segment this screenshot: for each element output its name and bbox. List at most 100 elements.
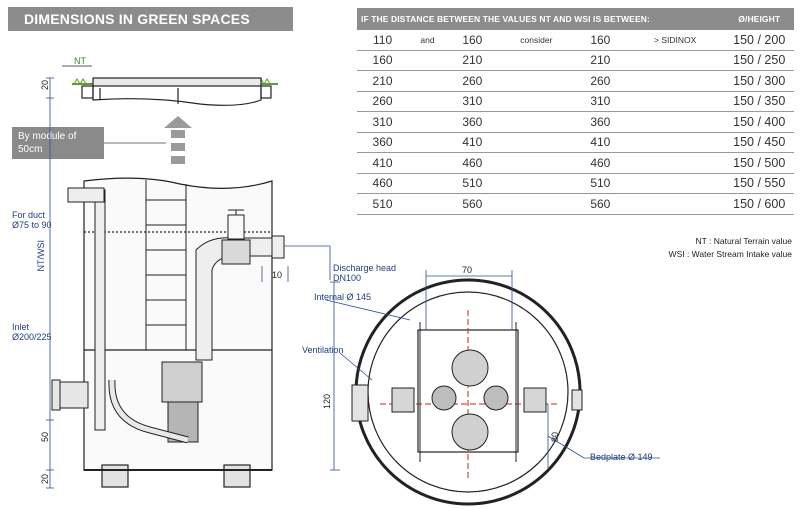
dim-20-top: 20 [40,80,50,91]
cell-value: 460 [574,152,626,174]
cell-wsi: 160 [446,30,498,51]
cell-value: 210 [574,50,626,71]
cell-and [408,70,447,92]
table-row: 460 510 510 150 / 550 [357,173,794,194]
cell-value: 560 [574,193,626,215]
inlet-pipe [51,379,89,411]
cell-consider [497,152,575,174]
cell-value: 360 [574,111,626,133]
cell-note [625,70,725,92]
cell-dimension: 150 / 550 [724,173,794,194]
cell-dimension: 150 / 500 [724,152,794,174]
cell-dimension: 150 / 350 [724,91,794,112]
pump-unit [108,361,203,444]
duct-label: For duct Ø75 to 90 [12,210,52,230]
cell-wsi: 360 [446,111,498,133]
cell-nt: 310 [357,111,409,133]
cell-dimension: 150 / 200 [724,30,794,51]
cell-nt: 460 [357,173,409,194]
cell-note [625,132,725,153]
cell-nt: 360 [357,132,409,153]
cell-note: > SIDINOX [625,30,725,51]
cell-wsi: 310 [446,91,498,112]
discharge-pipe [195,209,285,361]
nt-wsi-label: NT/WSI [36,240,46,272]
left-dimension-lines [46,77,54,489]
dim-10: 10 [272,270,283,280]
cell-nt: 260 [357,91,409,112]
cell-and [408,91,447,112]
page-title: DIMENSIONS IN GREEN SPACES [8,7,293,31]
cell-and [408,193,447,215]
inlet-label: Inlet Ø200/225 [12,322,52,342]
cell-consider [497,132,575,153]
cell-wsi: 510 [446,173,498,194]
cell-consider [497,70,575,92]
cell-nt: 160 [357,50,409,71]
table-row: 360 410 410 150 / 450 [357,132,794,153]
dim-120: 120 [322,394,332,410]
cell-and: and [408,30,447,51]
discharge-label: Discharge head DN100 [333,263,397,283]
dim-80: 80 [550,432,560,443]
ladder [145,180,187,350]
cell-and [408,111,447,133]
cell-note [625,111,725,133]
dim-70: 70 [462,265,473,275]
cell-nt: 410 [357,152,409,174]
table-row: 160 210 210 150 / 250 [357,50,794,71]
plan-dimension-lines [325,270,660,471]
module-callout: By module of 50cm [12,127,104,159]
cell-nt: 110 [357,30,409,51]
cell-dimension: 150 / 600 [724,193,794,215]
cell-note [625,193,725,215]
cell-dimension: 150 / 450 [724,132,794,153]
internal-diameter-label: Internal Ø 145 [314,292,372,302]
dimension-table: IF THE DISTANCE BETWEEN THE VALUES NT AN… [357,8,794,215]
cell-consider: consider [497,30,575,51]
cell-value: 260 [574,70,626,92]
cell-consider [497,173,575,194]
cell-consider [497,50,575,71]
table-header-condition: IF THE DISTANCE BETWEEN THE VALUES NT AN… [357,8,725,30]
extension-arrow [104,116,192,164]
cell-note [625,152,725,174]
cell-wsi: 410 [446,132,498,153]
cell-and [408,132,447,153]
cell-note [625,50,725,71]
manhole-lid [81,77,272,106]
cell-dimension: 150 / 250 [724,50,794,71]
legend-wsi: WSI : Water Stream Intake value [668,249,792,259]
nt-label: NT [74,56,86,66]
duct-pipe [67,187,106,431]
cell-consider [497,193,575,215]
cell-nt: 210 [357,70,409,92]
cell-note [625,91,725,112]
cell-and [408,50,447,71]
cell-note [625,173,725,194]
ventilation-label: Ventilation [302,345,344,355]
dim-50: 50 [40,432,50,443]
cell-wsi: 210 [446,50,498,71]
legend-nt: NT : Natural Terrain value [695,236,792,246]
cell-wsi: 560 [446,193,498,215]
cell-value: 510 [574,173,626,194]
cell-value: 410 [574,132,626,153]
bedplate-label: Bedplate Ø 149 [590,452,653,462]
table-header-row: IF THE DISTANCE BETWEEN THE VALUES NT AN… [357,8,794,30]
cell-consider [497,91,575,112]
dim-20-bottom: 20 [40,474,50,485]
cell-dimension: 150 / 300 [724,70,794,92]
cell-and [408,152,447,174]
table-header-height: Ø/HEIGHT [724,8,794,30]
cell-value: 160 [574,30,626,51]
cell-and [408,173,447,194]
cell-consider [497,111,575,133]
table-row: 510 560 560 150 / 600 [357,193,794,215]
cell-nt: 510 [357,193,409,215]
